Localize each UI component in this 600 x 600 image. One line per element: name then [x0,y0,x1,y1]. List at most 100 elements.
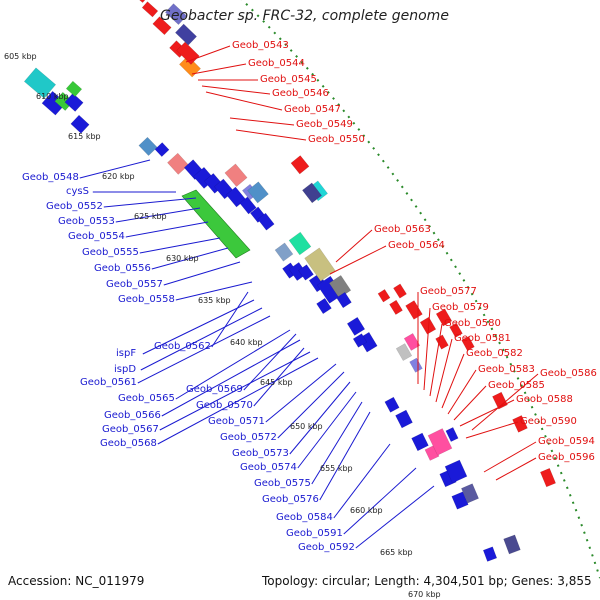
gene-block-fwd-14 [403,333,421,351]
reverse-gene-label: Geob_0554 [68,231,125,242]
forward-gene-label: Geob_0546 [272,88,329,99]
reverse-leader-line [125,221,209,238]
forward-gene-label: Geob_0582 [466,348,523,359]
gene-block-in-7 [138,136,158,156]
reverse-leader-line [355,485,435,549]
reverse-leader-line [175,329,291,400]
reverse-leader-line [157,357,319,445]
forward-gene-label: Geob_0596 [538,452,595,463]
reverse-gene-label: ispD [114,364,137,375]
reverse-gene-label: Geob_0575 [254,478,311,489]
forward-leader-line [465,421,519,439]
gene-block-in-5 [70,114,90,134]
kbp-tick-label: 630 kbp [166,254,199,263]
reverse-leader-line [115,207,201,223]
kbp-tick-label: 610 kbp [36,92,69,101]
reverse-gene-label: Geob_0592 [298,542,355,553]
reverse-leader-line [265,363,337,423]
reverse-gene-label: Geob_0567 [102,424,159,435]
gene-block-fwd-10 [290,155,310,175]
forward-leader-line [229,117,295,126]
gene-block-in-15 [239,196,257,215]
reverse-leader-line [151,247,229,270]
forward-gene-label: Geob_0543 [232,40,289,51]
kbp-tick-label: 665 kbp [380,548,413,557]
gene-block-fwd-15 [393,283,407,299]
reverse-gene-label: Geob_0570 [196,400,253,411]
reverse-gene-label: Geob_0584 [276,512,333,523]
forward-gene-label: Geob_0580 [444,318,501,329]
reverse-gene-label: Geob_0565 [118,393,175,404]
reverse-leader-line [163,261,241,286]
reverse-leader-line [137,315,271,384]
reverse-leader-line [243,333,297,391]
forward-leader-line [205,91,283,111]
gene-block-in-33 [336,291,352,309]
forward-gene-label: Geob_0564 [388,240,445,251]
reverse-leader-line [103,197,197,208]
reverse-leader-line [211,291,249,348]
genome-summary: Topology: circular; Length: 4,304,501 bp… [262,574,592,588]
gene-block-fwd-24 [539,467,557,488]
forward-leader-line [235,129,307,141]
reverse-leader-line [297,391,357,469]
kbp-tick-label: 615 kbp [68,132,101,141]
forward-gene-label: Geob_0588 [516,394,573,405]
gene-block-in-1 [23,67,57,99]
gene-block-rev-7 [409,357,423,373]
kbp-tick-label: 670 kbp [408,590,441,599]
forward-gene-label: Geob_0581 [454,333,511,344]
gene-block-rev-5 [302,182,322,204]
reverse-leader-line [79,159,151,179]
reverse-gene-label: Geob_0591 [286,528,343,539]
reverse-gene-label: Geob_0568 [100,438,157,449]
gene-block-in-42 [444,459,468,484]
gene-block-in-29 [304,247,336,282]
reverse-gene-label: Geob_0569 [186,384,243,395]
gene-block-in-43 [461,483,479,504]
forward-leader-line [471,373,539,431]
forward-gene-label: Geob_0550 [308,134,365,145]
forward-gene-label: Geob_0549 [296,119,353,130]
reverse-leader-line [311,401,363,485]
forward-gene-label: Geob_0583 [478,364,535,375]
kbp-tick-label: 605 kbp [4,52,37,61]
forward-gene-label: Geob_0547 [284,104,341,115]
gene-block-fwd-12 [377,289,391,303]
accession-text: Accession: NC_011979 [8,574,145,588]
forward-gene-label: Geob_0590 [520,416,577,427]
gene-block-in-24 [298,264,314,281]
forward-gene-label: Geob_0544 [248,58,305,69]
reverse-gene-label: Geob_0562 [154,341,211,352]
forward-leader-line [423,307,431,391]
forward-leader-line [483,441,537,473]
reverse-gene-label: Geob_0558 [118,294,175,305]
gene-block-in-18 [224,163,248,187]
gene-block-in-36 [395,409,413,429]
forward-leader-line [335,229,373,263]
forward-leader-line [441,353,465,409]
forward-gene-label: Geob_0577 [420,286,477,297]
reverse-gene-label: Geob_0555 [82,247,139,258]
gene-block-rev-6 [395,343,413,362]
gene-block-fwd-23 [512,415,528,433]
gene-block-fwd-17 [419,316,437,335]
gene-block-in-17 [257,212,275,231]
outer-tick-track [240,0,600,579]
reverse-leader-line [175,281,253,301]
reverse-leader-line [289,381,351,455]
reverse-leader-line [343,467,417,535]
gene-block-in-8 [154,142,170,157]
reverse-gene-label: Geob_0576 [262,494,319,505]
kbp-tick-label: 660 kbp [350,506,383,515]
gene-block-in-4 [64,92,84,112]
forward-leader-line [329,245,387,275]
gene-block-fwd-13 [389,299,403,315]
gene-block-rev-8 [445,427,459,443]
forward-leader-line [429,323,443,397]
kbp-tick-label: 640 kbp [230,338,263,347]
gene-block-fwd-4 [131,0,149,4]
forward-leader-line [447,369,477,415]
gene-block-in-41 [427,428,453,456]
